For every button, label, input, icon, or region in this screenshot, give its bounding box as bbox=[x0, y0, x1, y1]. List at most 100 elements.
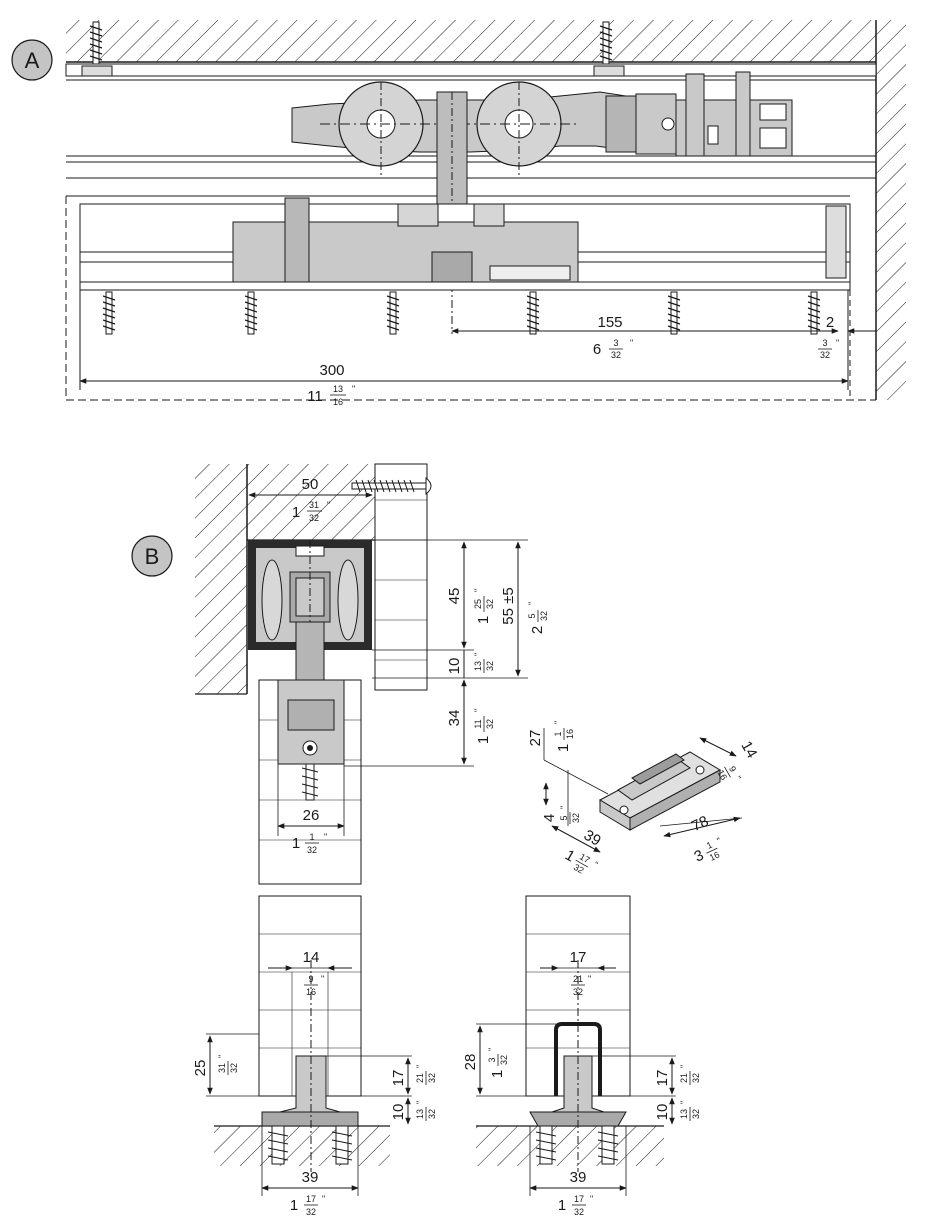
svg-text:": " bbox=[715, 836, 722, 846]
svg-text:": " bbox=[415, 1065, 425, 1068]
gl-dim-14-inch-den: 16 bbox=[306, 987, 316, 997]
dim-34-inch-num: 11 bbox=[473, 719, 483, 728]
iso-dim-27-inch-whole: 1 bbox=[555, 744, 572, 752]
svg-text:": " bbox=[679, 1065, 689, 1068]
svg-text:": " bbox=[473, 589, 483, 592]
iso-dim-4-inch-den: 32 bbox=[571, 813, 581, 823]
svg-text:": " bbox=[590, 1194, 593, 1204]
svg-text:": " bbox=[415, 1101, 425, 1104]
dim-34-inch-den: 32 bbox=[485, 719, 495, 729]
iso-guide: 27 1 1 16 " 14 9 16 " 4 5 32 " 78 bbox=[527, 721, 760, 876]
gl-dim-25-inch-den: 32 bbox=[229, 1063, 239, 1073]
gr-dim-17-top-inch-den: 32 bbox=[573, 987, 583, 997]
svg-text:": " bbox=[352, 384, 355, 394]
view-b-badge bbox=[131, 535, 173, 577]
dim-300-inch-whole: 11 bbox=[307, 388, 323, 405]
svg-text:": " bbox=[679, 1101, 689, 1104]
svg-text:": " bbox=[553, 721, 563, 724]
dim-50-inch-den: 32 bbox=[309, 513, 319, 523]
dim-155-inch-whole: 6 bbox=[593, 341, 601, 358]
ceiling-hatch bbox=[66, 20, 876, 62]
dim-300-inch-den: 16 bbox=[333, 397, 343, 407]
door-bracket bbox=[232, 197, 847, 283]
damper-unit bbox=[675, 71, 793, 157]
dim-26-label: 26 bbox=[303, 807, 320, 824]
iso-dim-39-inch-num: 17 bbox=[578, 852, 592, 866]
dim-2-inch-den: 32 bbox=[820, 350, 830, 360]
dim-50-inch-whole: 1 bbox=[292, 504, 300, 521]
svg-text:": " bbox=[217, 1055, 227, 1058]
dim-45-inch-den: 32 bbox=[485, 599, 495, 609]
dim-155-label: 155 bbox=[597, 314, 622, 331]
floor-hatch-right bbox=[476, 1126, 664, 1166]
svg-text:": " bbox=[527, 602, 537, 605]
gl-dim-17-label: 17 bbox=[390, 1070, 407, 1087]
dim-55-inch-whole: 2 bbox=[529, 626, 546, 634]
dim-34-label: 34 bbox=[446, 710, 463, 727]
iso-dim-78-label: 78 bbox=[689, 813, 711, 835]
wall-hatch-b bbox=[195, 464, 247, 694]
view-a: 155 6 3 32 " 2 3 32 " 300 11 13 16 " A bbox=[11, 20, 906, 407]
gr-dim-17-top-inch-num: 21 bbox=[573, 974, 583, 984]
dim-10-inch-num: 13 bbox=[473, 661, 483, 671]
gl-dim-17-inch-den: 32 bbox=[427, 1073, 437, 1083]
gl-dim-14-label: 14 bbox=[303, 949, 320, 966]
rail-profile bbox=[248, 540, 372, 770]
view-a-badge bbox=[11, 39, 53, 81]
dim-155-inch-num: 3 bbox=[613, 338, 618, 348]
side-panel bbox=[374, 463, 428, 691]
gr-dim-28-label: 28 bbox=[462, 1054, 479, 1071]
iso-dim-27-inch-den: 16 bbox=[565, 729, 575, 739]
gl-dim-25-inch-num: 31 bbox=[217, 1063, 227, 1073]
dim-10-inch-den: 32 bbox=[485, 661, 495, 671]
dim-34-inch-whole: 1 bbox=[475, 736, 492, 744]
iso-dim-27-inch-num: 1 bbox=[553, 731, 563, 736]
svg-text:": " bbox=[473, 709, 483, 712]
view-b-label: B bbox=[145, 544, 160, 569]
dim-26-inch-whole: 1 bbox=[292, 835, 300, 852]
dim-26-inch-den: 32 bbox=[307, 845, 317, 855]
view-a-label: A bbox=[25, 48, 40, 73]
ceiling-hatch-b bbox=[247, 464, 375, 540]
gl-dim-10-inch-num: 13 bbox=[415, 1109, 425, 1119]
svg-text:": " bbox=[592, 860, 600, 870]
iso-dim-27-label: 27 bbox=[527, 730, 544, 747]
svg-text:": " bbox=[321, 974, 324, 984]
iso-dim-14-inch-den: 16 bbox=[715, 768, 729, 782]
gr-dim-17-top-label: 17 bbox=[570, 949, 587, 966]
svg-text:": " bbox=[559, 806, 569, 809]
view-b: 50 1 31 32 " 45 1 25 32 " 55 ±5 2 5 bbox=[131, 463, 549, 885]
gr-dim-28-inch-whole: 1 bbox=[489, 1070, 506, 1078]
svg-text:": " bbox=[733, 774, 743, 782]
gl-dim-17-inch-num: 21 bbox=[415, 1073, 425, 1083]
fixing-screw bbox=[351, 476, 432, 496]
dim-300-label: 300 bbox=[319, 362, 344, 379]
iso-dim-39-label: 39 bbox=[581, 827, 604, 850]
svg-text:": " bbox=[327, 500, 330, 510]
gl-dim-10-inch-den: 32 bbox=[427, 1109, 437, 1119]
iso-dim-14-label: 14 bbox=[737, 738, 760, 761]
gr-dim-39-label: 39 bbox=[570, 1169, 587, 1186]
wall-hatch bbox=[876, 20, 906, 400]
gl-dim-25-label: 25 bbox=[192, 1060, 209, 1077]
guide-left-view: 14 9 16 " 25 31 32 " 17 21 32 " 1 bbox=[192, 895, 437, 1217]
iso-dim-78-inch-den: 16 bbox=[708, 849, 721, 862]
iso-dim-78-inch-whole: 3 bbox=[692, 847, 707, 866]
gl-dim-39-label: 39 bbox=[302, 1169, 319, 1186]
dim-45-inch-num: 25 bbox=[473, 599, 483, 609]
svg-text:": " bbox=[836, 338, 839, 348]
dim-2-label: 2 bbox=[826, 314, 834, 331]
svg-text:": " bbox=[322, 1194, 325, 1204]
gl-dim-39-inch-num: 17 bbox=[306, 1194, 316, 1204]
dim-55-label: 55 ±5 bbox=[500, 587, 517, 624]
svg-text:": " bbox=[588, 974, 591, 984]
dim-45-inch-whole: 1 bbox=[475, 616, 492, 624]
guide-right-view: 17 21 32 " 28 1 3 32 " 17 21 32 " bbox=[462, 895, 701, 1217]
gr-dim-10-label: 10 bbox=[654, 1104, 671, 1121]
svg-text:": " bbox=[630, 338, 633, 348]
gr-dim-17-label: 17 bbox=[654, 1070, 671, 1087]
gl-dim-39-inch-den: 32 bbox=[306, 1207, 316, 1217]
gr-dim-28-inch-den: 32 bbox=[499, 1055, 509, 1065]
gr-dim-39-inch-den: 32 bbox=[574, 1207, 584, 1217]
